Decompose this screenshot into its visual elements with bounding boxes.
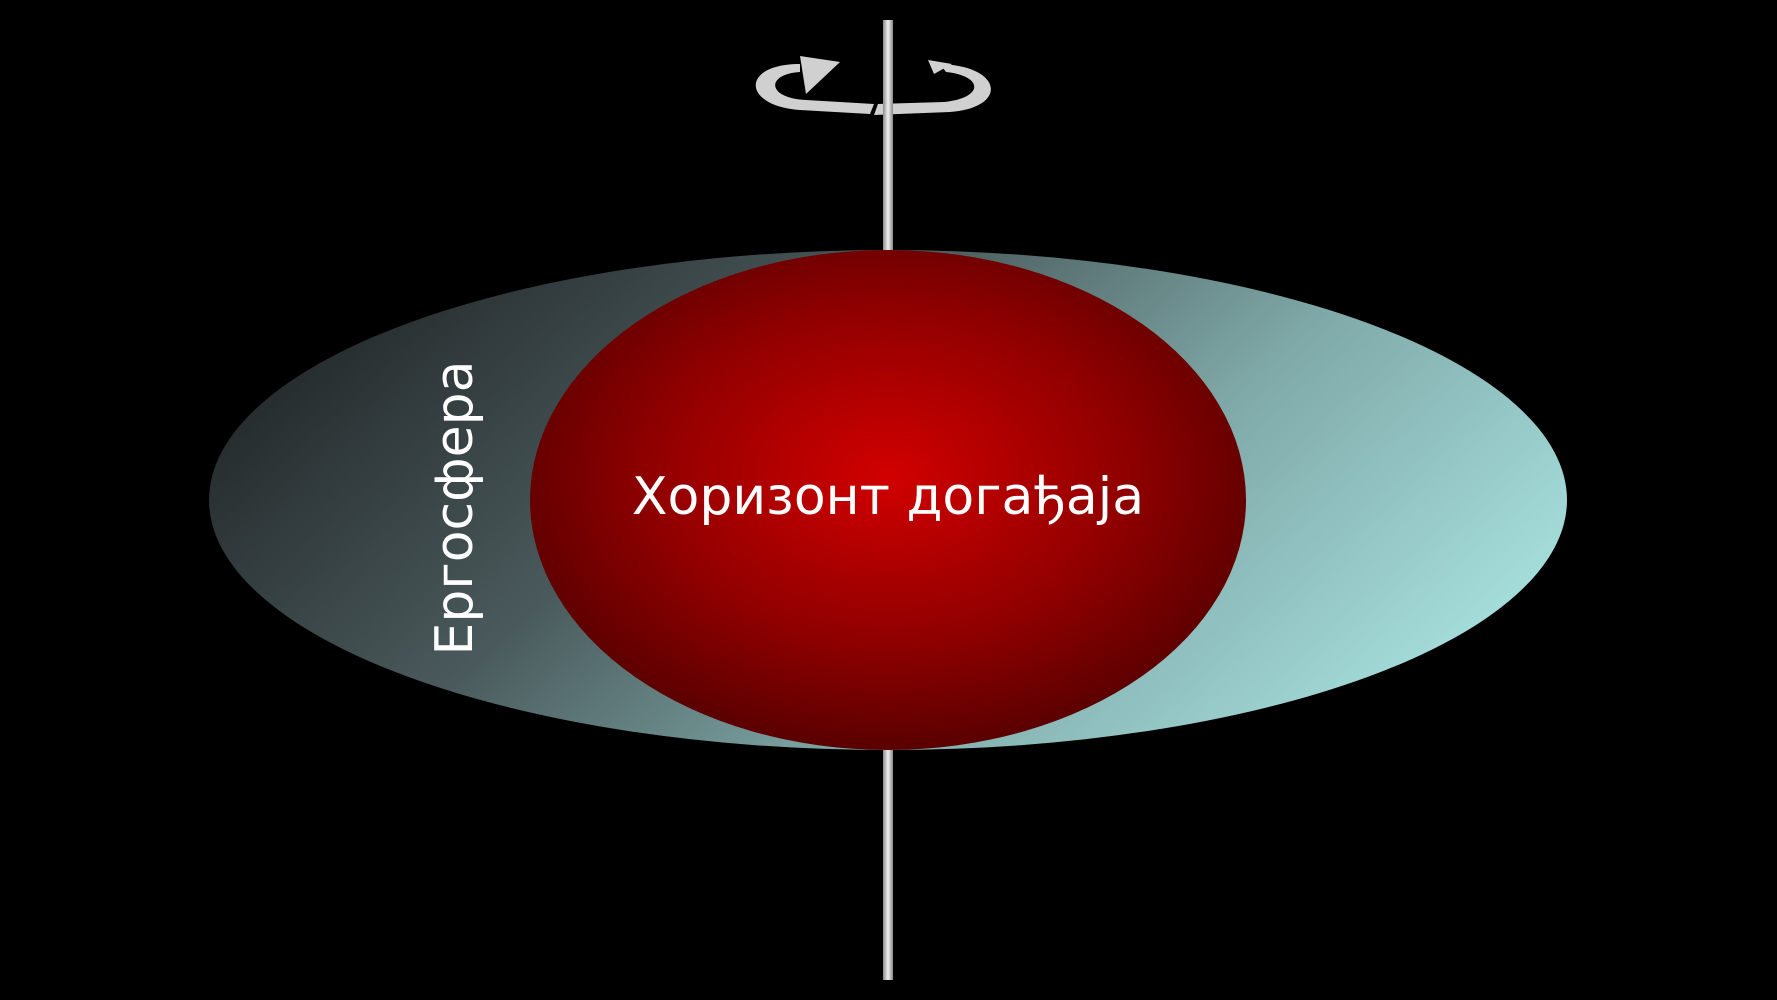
rotation-axis-bottom-segment [883, 750, 893, 980]
ergosphere-label: Ергосфера [425, 361, 485, 656]
event-horizon-label: Хоризонт догађаја [632, 467, 1144, 527]
rotation-axis-top-segment [883, 20, 893, 250]
rotation-arrow-icon [755, 56, 991, 115]
event-horizon [530, 250, 1246, 750]
